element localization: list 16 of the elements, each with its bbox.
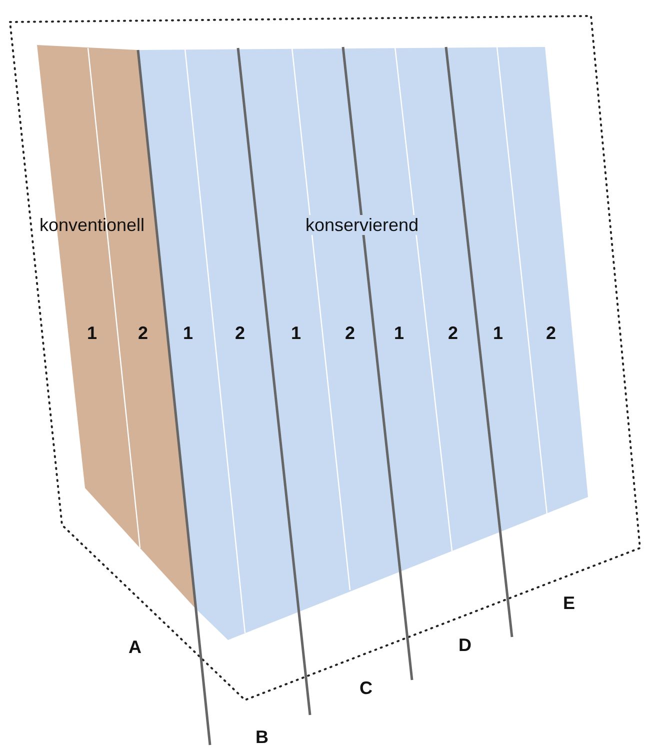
plot-letter: B	[256, 728, 268, 746]
plot-letter: A	[128, 638, 142, 656]
strip-number: 1	[183, 324, 193, 342]
tillage-label: konventionell	[39, 216, 145, 234]
strip-number: 2	[235, 324, 245, 342]
strip-number: 2	[345, 324, 355, 342]
strip-number: 2	[138, 324, 148, 342]
strip-number: 1	[493, 324, 503, 342]
strip-number: 2	[448, 324, 458, 342]
strip-number: 1	[291, 324, 301, 342]
strip-number: 1	[394, 324, 404, 342]
plot-letter: E	[563, 594, 575, 612]
plot-letter: C	[360, 679, 372, 697]
strip-number: 2	[546, 324, 556, 342]
strip-number: 1	[87, 324, 97, 342]
plot-letter: D	[458, 636, 472, 654]
